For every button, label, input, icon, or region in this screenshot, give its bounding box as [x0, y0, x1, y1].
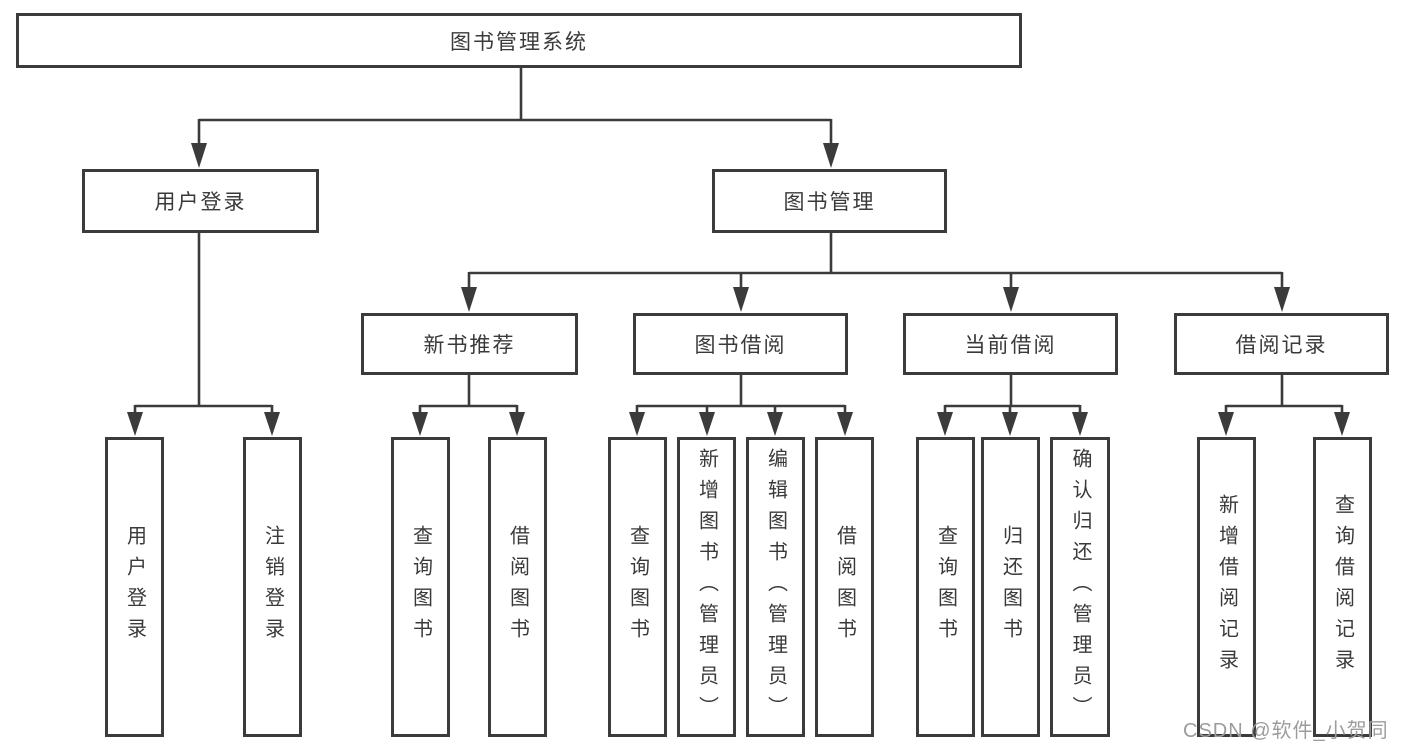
leaf-query-books-recommend: 查询图书: [391, 437, 450, 737]
leaf-logout: 注销登录: [243, 437, 302, 737]
node-user-login-branch: 用户登录: [82, 169, 319, 233]
leaf-user-login: 用户登录: [105, 437, 164, 737]
leaf-query-borrow-record: 查询借阅记录: [1313, 437, 1372, 737]
node-library-system: 图书管理系统: [16, 13, 1022, 68]
leaf-add-book-admin: 新增图书（管理员）: [677, 437, 736, 737]
leaf-edit-book-admin: 编辑图书（管理员）: [746, 437, 805, 737]
leaf-borrow-books: 借阅图书: [815, 437, 874, 737]
leaf-query-books-borrow: 查询图书: [608, 437, 667, 737]
leaf-confirm-return-admin: 确认归还（管理员）: [1050, 437, 1110, 737]
leaf-borrow-books-recommend: 借阅图书: [488, 437, 547, 737]
leaf-add-borrow-record: 新增借阅记录: [1197, 437, 1256, 737]
node-current-borrow: 当前借阅: [903, 313, 1118, 375]
node-new-book-recommend: 新书推荐: [361, 313, 578, 375]
watermark: CSDN @软件_小贺同学: [1183, 720, 1389, 742]
node-book-borrow: 图书借阅: [633, 313, 848, 375]
leaf-return-book: 归还图书: [981, 437, 1040, 737]
leaf-query-books-current: 查询图书: [916, 437, 975, 737]
node-borrow-records: 借阅记录: [1174, 313, 1389, 375]
node-book-management-branch: 图书管理: [712, 169, 947, 233]
